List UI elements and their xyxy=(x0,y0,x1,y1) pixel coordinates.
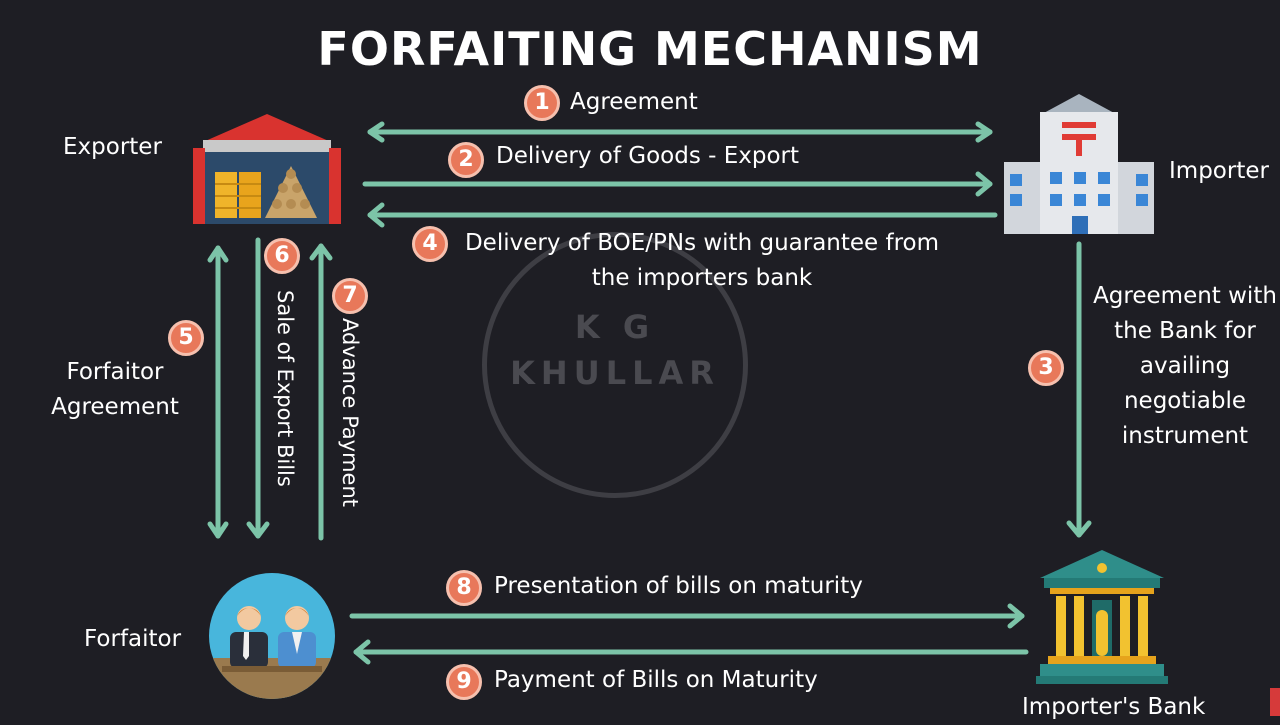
importer-label: Importer xyxy=(1169,158,1269,184)
warehouse-icon xyxy=(193,114,341,224)
red-edge-bar xyxy=(1270,688,1280,716)
step-label-delivery-boe-line1: Delivery of BOE/PNs with guarantee from xyxy=(464,230,940,256)
arrow-delivery-boe xyxy=(367,202,998,228)
step-label-presentation: Presentation of bills on maturity xyxy=(494,573,863,599)
step-badge-2: 2 xyxy=(448,142,484,178)
watermark-line2: KHULLAR xyxy=(510,354,720,392)
arrow-importer-to-bank xyxy=(1066,241,1092,538)
step-label-forfaitor-agreement-line1: Forfaitor xyxy=(66,359,164,385)
step-label-agreement: Agreement xyxy=(570,89,698,115)
step-label-bank-agreement-line3: availing xyxy=(1139,353,1231,379)
step-label-bank-agreement: Agreement with the Bank for availing neg… xyxy=(1090,279,1280,454)
page-title: FORFAITING MECHANISM xyxy=(317,22,983,76)
step-label-delivery-boe: Delivery of BOE/PNs with guarantee from … xyxy=(452,226,952,296)
step-badge-1: 1 xyxy=(524,85,560,121)
step-badge-7: 7 xyxy=(332,278,368,314)
step-label-bank-agreement-line4: negotiable xyxy=(1123,388,1247,414)
step-badge-5: 5 xyxy=(168,320,204,356)
arrow-delivery-goods xyxy=(362,171,993,197)
watermark-line1: K G xyxy=(574,308,656,346)
step-badge-9: 9 xyxy=(446,664,482,700)
bank-icon xyxy=(1036,550,1168,684)
watermark-circle xyxy=(482,232,748,498)
forfaitor-label: Forfaitor xyxy=(84,626,182,652)
building-icon xyxy=(1004,94,1154,234)
arrow-presentation xyxy=(349,603,1025,629)
step-label-advance-payment: Advance Payment xyxy=(338,318,362,508)
step-badge-8: 8 xyxy=(446,570,482,606)
step-badge-4: 4 xyxy=(412,226,448,262)
exporter-label: Exporter xyxy=(63,134,162,160)
arrow-payment xyxy=(353,639,1029,665)
step-label-delivery-goods: Delivery of Goods - Export xyxy=(496,143,800,169)
step-label-forfaitor-agreement-line2: Agreement xyxy=(51,394,179,420)
arrow-sale-of-bills xyxy=(246,237,270,539)
step-label-sale-of-bills: Sale of Export Bills xyxy=(273,290,297,487)
arrow-forfaitor-agreement xyxy=(207,245,229,539)
step-label-delivery-boe-line2: the importers bank xyxy=(591,265,813,291)
people-icon xyxy=(209,573,335,699)
importers-bank-label: Importer's Bank xyxy=(1022,694,1206,720)
step-badge-6: 6 xyxy=(264,238,300,274)
step-label-payment: Payment of Bills on Maturity xyxy=(494,667,818,693)
step-label-forfaitor-agreement: Forfaitor Agreement xyxy=(40,355,190,425)
arrow-agreement xyxy=(367,121,993,143)
step-label-bank-agreement-line5: instrument xyxy=(1121,423,1249,449)
step-label-bank-agreement-line2: the Bank for xyxy=(1114,318,1256,344)
step-label-bank-agreement-line1: Agreement with xyxy=(1093,283,1277,309)
arrow-advance-payment xyxy=(309,243,333,541)
step-badge-3: 3 xyxy=(1028,350,1064,386)
